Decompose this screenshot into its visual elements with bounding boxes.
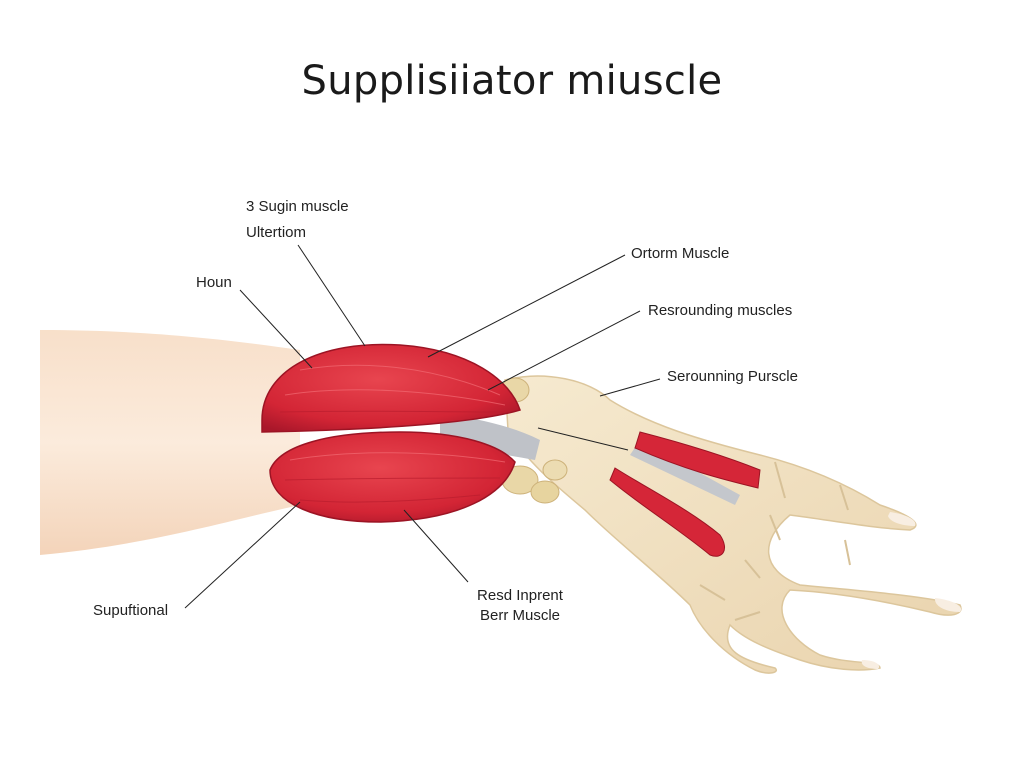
label-sugin-muscle: 3 Sugin muscle	[246, 198, 349, 215]
label-resd-inprent: Resd Inprent	[477, 587, 563, 604]
upper-muscle	[261, 343, 521, 433]
label-berr-muscle: Berr Muscle	[479, 607, 561, 624]
forearm-skin	[40, 330, 300, 555]
carpal-bone	[542, 459, 568, 481]
diagram-title: Supplisiiator miuscle	[301, 58, 723, 104]
leader-line-resrounding	[487, 310, 641, 391]
label-supuftional: Supuftional	[93, 602, 169, 619]
leader-line-ultertiom	[297, 244, 366, 347]
fingernail	[861, 660, 880, 669]
label-ortorm-muscle: Ortorm Muscle	[631, 245, 730, 262]
leader-line-inner	[537, 427, 629, 451]
label-ultertiom: Ultertiom	[246, 224, 307, 241]
leader-line-houn	[239, 289, 313, 369]
leader-line-ortorm	[427, 254, 626, 358]
leader-line-supuftional	[184, 501, 301, 609]
finger-joint	[699, 584, 726, 601]
lower-muscle	[269, 431, 516, 523]
carpal-bone	[530, 480, 560, 504]
leader-line-resd	[403, 509, 469, 583]
leader-line-serounning	[599, 378, 661, 397]
label-serounning-purscle: Serounning Purscle	[667, 368, 798, 385]
leader-lines	[184, 244, 661, 609]
finger-joint	[844, 539, 851, 566]
finger-joint	[744, 559, 761, 579]
finger-joint	[769, 514, 781, 541]
fingernail	[888, 512, 916, 526]
finger-joint	[774, 461, 786, 499]
label-houn: Houn	[196, 274, 232, 291]
hand-bones	[500, 375, 962, 674]
palm-bone	[504, 375, 962, 674]
finger-joint	[734, 611, 761, 621]
label-resrounding-muscles: Resrounding muscles	[648, 302, 793, 319]
finger-joint	[839, 484, 849, 511]
hand-muscle	[609, 431, 761, 557]
fingernail	[934, 598, 962, 612]
